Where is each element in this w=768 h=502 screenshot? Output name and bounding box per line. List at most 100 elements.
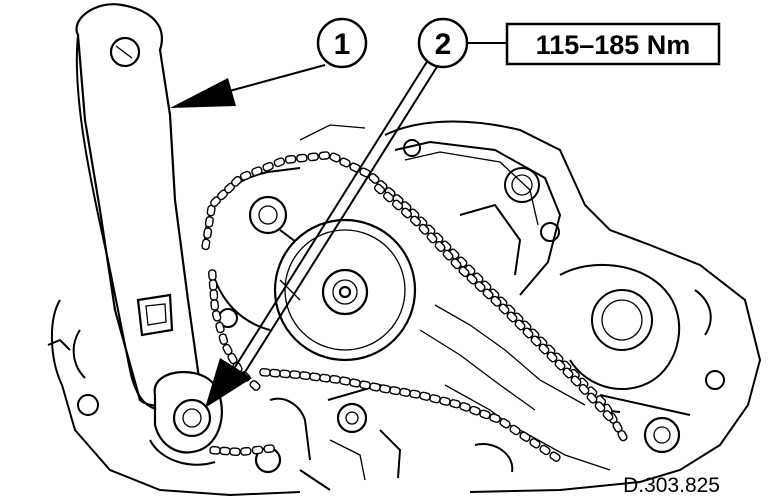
svg-text:1: 1 <box>334 28 351 61</box>
chain-link <box>249 380 261 391</box>
chain-link <box>409 215 422 227</box>
chain-link <box>359 380 371 390</box>
chain-link <box>458 266 470 278</box>
chain-link <box>549 451 561 462</box>
chain-link <box>554 359 566 371</box>
chain-link <box>240 446 252 456</box>
chain-link <box>489 413 501 423</box>
chain-link <box>339 157 351 168</box>
chain-link <box>239 170 252 181</box>
chain-link <box>319 373 331 383</box>
chain-link <box>469 405 481 416</box>
chain-link <box>546 351 558 363</box>
chain-link <box>201 238 211 251</box>
chain-link <box>562 367 574 379</box>
chain-link <box>329 374 341 384</box>
chain-link <box>594 401 606 413</box>
chain-link <box>209 446 221 455</box>
chain-link <box>329 152 341 163</box>
chain-link <box>538 343 550 355</box>
chain-link <box>439 396 451 406</box>
chain-link <box>602 410 614 422</box>
chain-link <box>539 444 551 456</box>
chain-link <box>506 311 518 323</box>
chain-link <box>339 376 351 386</box>
holding-tool-lever[interactable] <box>75 3 202 411</box>
timing-chain <box>201 151 628 462</box>
chain-link <box>309 372 321 382</box>
chain-link <box>289 370 301 379</box>
callout-1: 1 <box>316 17 368 69</box>
chain-link <box>251 445 264 455</box>
chain-link <box>263 444 275 454</box>
chain-link <box>318 151 331 161</box>
pointer-arrow-1 <box>170 64 326 108</box>
chain-link <box>522 327 534 339</box>
chain-link <box>426 232 438 244</box>
chain-link <box>219 446 231 456</box>
chain-link <box>218 333 229 345</box>
chain-link <box>391 199 404 211</box>
chain-link <box>373 183 386 195</box>
chain-link <box>210 299 219 311</box>
chain-link <box>273 157 286 168</box>
chain-link <box>259 368 271 377</box>
chain-link <box>251 166 263 177</box>
chain-link <box>389 386 401 396</box>
chain-link <box>231 175 242 187</box>
chain-link <box>279 369 291 379</box>
chain-link <box>379 384 391 394</box>
chain-link <box>409 389 421 399</box>
chain-link <box>369 382 381 392</box>
chain-link <box>459 402 471 412</box>
chain-link <box>474 281 486 292</box>
chain-link <box>519 431 531 442</box>
chain-link <box>215 321 225 334</box>
chain-link <box>434 240 446 253</box>
chain-link <box>209 289 219 301</box>
figure-reference-code: D.303.825 <box>623 474 720 497</box>
lever-square-drive <box>136 293 174 337</box>
crankshaft-bolt[interactable] <box>149 370 223 466</box>
chain-link <box>229 447 241 456</box>
torque-spec-box: 115–185 Nm <box>505 22 721 66</box>
chain-link <box>617 429 628 442</box>
chain-link <box>482 288 494 300</box>
chain-link <box>418 223 430 235</box>
chain-link <box>419 391 431 401</box>
chain-link <box>400 207 413 219</box>
chain-link <box>578 383 590 395</box>
chain-link <box>399 387 411 397</box>
chain-link <box>570 375 582 387</box>
chain-link <box>211 310 222 322</box>
torque-spec-label: 115–185 Nm <box>536 30 691 60</box>
crankshaft-pulley <box>273 218 417 362</box>
chain-link <box>479 409 491 420</box>
chain-link <box>204 216 214 228</box>
chain-link <box>269 368 281 378</box>
chain-link <box>382 191 395 203</box>
chain-link <box>429 394 441 404</box>
chain-link <box>466 273 478 285</box>
chain-link <box>262 161 274 172</box>
chain-link <box>296 153 308 163</box>
chain-link <box>490 295 502 307</box>
chain-link <box>529 438 541 449</box>
chain-link <box>299 371 311 381</box>
callout-2: 2 <box>417 17 469 69</box>
chain-link <box>586 392 598 404</box>
chain-link <box>307 152 319 162</box>
chain-link <box>450 258 462 270</box>
chain-link <box>208 279 218 291</box>
chain-link <box>514 319 526 331</box>
chain-link <box>442 249 454 261</box>
chain-link <box>449 399 461 409</box>
chain-link <box>208 269 217 281</box>
chain-link <box>499 418 511 429</box>
chain-link <box>498 303 510 315</box>
chain-link <box>284 154 297 164</box>
pointer-arrow-2 <box>205 59 441 408</box>
chain-link <box>509 424 521 436</box>
svg-text:2: 2 <box>435 28 452 61</box>
